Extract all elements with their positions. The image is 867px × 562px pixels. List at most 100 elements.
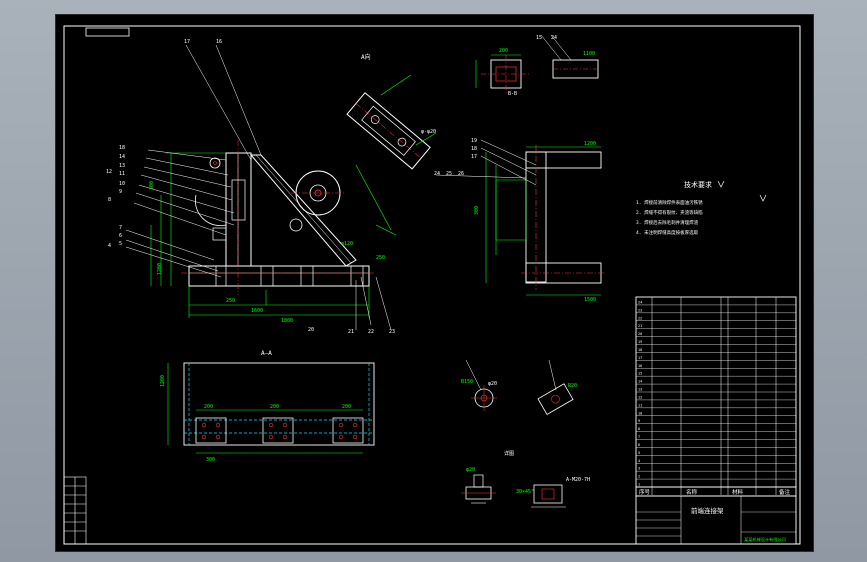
parts-row-number: 18 — [638, 348, 642, 352]
parts-row-number: 11 — [638, 403, 642, 407]
svg-text:φ-φ20: φ-φ20 — [421, 129, 436, 135]
svg-text:200: 200 — [270, 404, 279, 410]
parts-row-number: 9 — [638, 419, 640, 423]
parts-row-number: 24 — [638, 300, 642, 304]
svg-text:备注: 备注 — [779, 488, 791, 496]
parts-row-number: 20 — [638, 332, 642, 336]
svg-text:材料: 材料 — [732, 488, 744, 496]
svg-text:8: 8 — [108, 197, 111, 203]
svg-text:21: 21 — [348, 329, 354, 335]
svg-text:24: 24 — [434, 171, 440, 177]
svg-text:2. 焊缝不得有裂纹、夹渣等缺陷: 2. 焊缝不得有裂纹、夹渣等缺陷 — [636, 209, 703, 216]
svg-text:12: 12 — [106, 169, 112, 175]
parts-row-number: 15 — [638, 372, 642, 376]
svg-text:详图: 详图 — [504, 450, 514, 457]
parts-row-number: 21 — [638, 324, 642, 328]
svg-text:19: 19 — [471, 138, 477, 144]
svg-text:4. 未注明焊缝高度按板厚选取: 4. 未注明焊缝高度按板厚选取 — [636, 229, 699, 236]
parts-row-number: 17 — [638, 356, 642, 360]
parts-row-number: 13 — [638, 388, 642, 392]
svg-text:15: 15 — [536, 35, 542, 41]
svg-text:名称: 名称 — [686, 488, 698, 496]
svg-text:13: 13 — [119, 163, 125, 169]
svg-text:11: 11 — [119, 171, 125, 177]
company-name: 某某机械设计有限公司 — [744, 536, 786, 543]
svg-text:1200: 1200 — [160, 375, 166, 387]
top-right-detail: 200 B-B 1100 15 24 — [475, 34, 599, 97]
svg-text:A—A: A—A — [261, 350, 272, 357]
svg-text:1. 焊接前清除焊件表面油污铁锈: 1. 焊接前清除焊件表面油污铁锈 — [636, 199, 703, 206]
svg-text:17: 17 — [184, 39, 190, 45]
tech-requirements: 技术要求 1. 焊接前清除焊件表面油污铁锈 2. 焊缝不得有裂纹、夹渣等缺陷 3… — [636, 180, 767, 236]
svg-text:A向: A向 — [361, 53, 371, 61]
svg-text:1100: 1100 — [583, 51, 595, 57]
svg-text:250: 250 — [226, 298, 235, 304]
parts-row-number: 10 — [638, 411, 642, 415]
svg-text:18: 18 — [119, 145, 125, 151]
svg-text:1800: 1800 — [281, 318, 293, 324]
parts-row-number: 23 — [638, 308, 642, 312]
svg-text:3. 焊接后去除毛刺并清理焊渣: 3. 焊接后去除毛刺并清理焊渣 — [636, 219, 699, 226]
parts-row-number: 14 — [638, 380, 642, 384]
svg-text:200: 200 — [499, 48, 508, 54]
revision-block — [63, 476, 87, 545]
svg-text:5: 5 — [119, 241, 122, 247]
svg-text:25: 25 — [446, 171, 452, 177]
plan-view: A—A 200 200 200 300 1200 — [160, 350, 375, 463]
parts-row-number: 19 — [638, 340, 642, 344]
view-a-detail: A向 φ-φ20 — [346, 53, 437, 170]
parts-list: 242322212019181716151413121110987654321 … — [635, 296, 797, 497]
svg-text:φ20: φ20 — [488, 381, 497, 387]
parts-row-number: 5 — [638, 451, 640, 455]
svg-text:200: 200 — [342, 404, 351, 410]
svg-text:17: 17 — [471, 154, 477, 160]
drawing-name: 前端连接架 — [691, 506, 724, 515]
svg-text:18: 18 — [471, 146, 477, 152]
svg-text:A-M20-7H: A-M20-7H — [566, 477, 590, 483]
svg-text:10: 10 — [119, 181, 125, 187]
parts-row-number: 2 — [638, 475, 640, 479]
parts-row-number: 1 — [638, 483, 640, 487]
parts-row-number: 8 — [638, 427, 640, 431]
svg-text:16: 16 — [216, 39, 222, 45]
svg-text:26: 26 — [458, 171, 464, 177]
svg-text:9: 9 — [119, 189, 122, 195]
parts-row-number: 6 — [638, 443, 640, 447]
svg-text:B-B: B-B — [508, 91, 517, 97]
svg-text:300: 300 — [206, 457, 215, 463]
svg-text:200: 200 — [204, 404, 213, 410]
svg-text:序号: 序号 — [639, 488, 651, 496]
svg-text:4: 4 — [108, 243, 111, 249]
side-view: 19 18 17 24 25 26 1200 1500 300 — [434, 138, 606, 303]
svg-text:1200: 1200 — [584, 141, 596, 147]
parts-row-number: 3 — [638, 467, 640, 471]
svg-text:1600: 1600 — [251, 308, 263, 314]
title-block: 前端连接架 某某机械设计有限公司 — [635, 495, 797, 545]
parts-row-number: 22 — [638, 316, 642, 320]
svg-text:B150: B150 — [461, 379, 473, 385]
parts-row-number: 4 — [638, 459, 640, 463]
parts-row-number: 12 — [638, 395, 642, 399]
svg-text:300: 300 — [149, 181, 155, 190]
svg-text:φ120: φ120 — [341, 241, 353, 247]
pin-details: B150 φ20 R20 详图 φ20 30×45° A-M20-7H — [461, 359, 590, 508]
svg-text:24: 24 — [551, 35, 557, 41]
svg-text:22: 22 — [368, 329, 374, 335]
svg-text:R20: R20 — [568, 383, 577, 389]
parts-row-number: 16 — [638, 364, 642, 368]
svg-text:6: 6 — [119, 233, 122, 239]
svg-text:1500: 1500 — [584, 297, 596, 303]
svg-text:23: 23 — [389, 329, 395, 335]
svg-text:1200: 1200 — [157, 263, 163, 275]
svg-text:φ20: φ20 — [466, 467, 475, 473]
outer-frame — [63, 25, 801, 545]
svg-text:20: 20 — [308, 327, 314, 333]
svg-text:14: 14 — [119, 154, 125, 160]
svg-text:技术要求: 技术要求 — [684, 180, 712, 189]
svg-text:300: 300 — [474, 206, 480, 215]
svg-text:30×45°: 30×45° — [516, 489, 534, 495]
parts-row-number: 7 — [638, 435, 640, 439]
